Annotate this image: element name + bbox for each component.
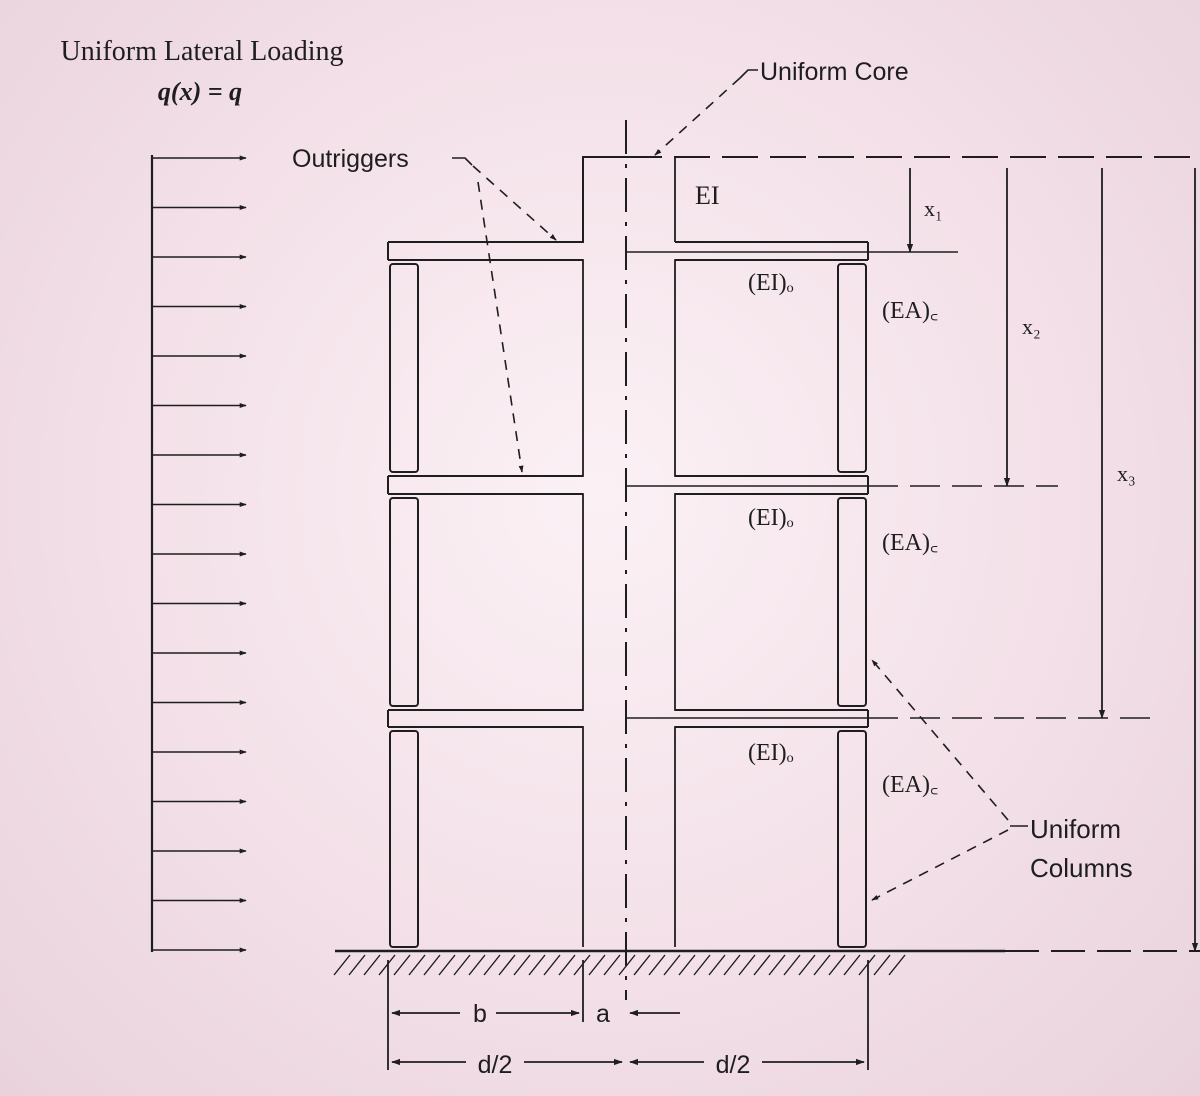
hatch-mark — [423, 954, 441, 976]
dim-half-width-left: d/2 — [478, 1051, 513, 1079]
outriggers-label: Outriggers — [292, 145, 409, 173]
dim-x2-label: x₂ — [1022, 314, 1041, 339]
hatch-mark — [453, 954, 471, 976]
column-stiffness-2: (EA)꜀ — [882, 530, 938, 556]
hatch-mark — [438, 954, 456, 976]
uniform-columns-label-line2: Columns — [1030, 853, 1133, 883]
hatch-mark — [708, 954, 726, 976]
load-arrows — [152, 155, 247, 953]
hatch-mark — [783, 954, 801, 976]
outriggers-pointer-1 — [472, 165, 557, 241]
core-wall-panels — [418, 259, 836, 947]
horizontal-dimensions — [387, 960, 869, 1070]
hatch-mark — [603, 954, 621, 976]
loading-equation: q(x) = q — [158, 77, 242, 106]
hatch-mark — [483, 954, 501, 976]
core-outline — [570, 156, 626, 243]
outrigger-stiffness-2: (EI)ₒ — [748, 505, 794, 531]
hatch-mark — [513, 954, 531, 976]
hatch-mark — [738, 954, 756, 976]
hatch-mark — [498, 954, 516, 976]
hatch-mark — [543, 954, 561, 976]
hatch-mark — [408, 954, 426, 976]
hatch-mark — [828, 954, 846, 976]
hatch-mark — [813, 954, 831, 976]
hatch-mark — [723, 954, 741, 976]
hatch-mark — [378, 954, 396, 976]
hatch-mark — [843, 954, 861, 976]
hatch-mark — [573, 954, 591, 976]
hatch-mark — [468, 954, 486, 976]
right-columns — [837, 263, 867, 948]
column-stiffness-1: (EA)꜀ — [882, 298, 938, 324]
hatch-mark — [798, 954, 816, 976]
loading-title: Uniform Lateral Loading — [60, 36, 343, 67]
hatch-mark — [753, 954, 771, 976]
hatch-mark — [693, 954, 711, 976]
hatch-mark — [393, 954, 411, 976]
core-stiffness-label: EI — [695, 181, 720, 210]
hatch-mark — [633, 954, 651, 976]
left-columns — [389, 263, 419, 948]
outrigger-1 — [387, 241, 958, 261]
outriggers-pointer-2 — [477, 181, 524, 473]
ground-hatch — [333, 954, 906, 976]
uniform-columns-pointer-2 — [871, 829, 1009, 901]
hatch-mark — [363, 954, 381, 976]
hatch-mark — [663, 954, 681, 976]
hatch-mark — [618, 954, 636, 976]
uniform-core-pointer — [654, 77, 741, 156]
uniform-columns-label-line1: Uniform — [1030, 814, 1121, 844]
outrigger-3 — [387, 709, 1158, 728]
uniform-core-label: Uniform Core — [760, 58, 909, 86]
dim-x3-label: x₃ — [1117, 461, 1136, 486]
outrigger-2 — [387, 475, 1058, 495]
column-stiffness-3: (EA)꜀ — [882, 772, 938, 798]
hatch-mark — [558, 954, 576, 976]
hatch-mark — [648, 954, 666, 976]
dim-half-width-right: d/2 — [716, 1051, 751, 1079]
dim-x1-label: x₁ — [924, 196, 943, 221]
dim-a-label: a — [596, 1000, 610, 1028]
hatch-mark — [333, 954, 351, 976]
hatch-mark — [873, 954, 891, 976]
outrigger-stiffness-3: (EI)ₒ — [748, 740, 794, 766]
hatch-mark — [678, 954, 696, 976]
outrigger-stiffness-1: (EI)ₒ — [748, 270, 794, 296]
uniform-core-leader — [739, 69, 758, 79]
dim-b-label: b — [473, 1000, 487, 1028]
hatch-mark — [588, 954, 606, 976]
hatch-mark — [528, 954, 546, 976]
hatch-mark — [348, 954, 366, 976]
hatch-mark — [858, 954, 876, 976]
hatch-mark — [888, 954, 906, 976]
hatch-mark — [768, 954, 786, 976]
outriggers-leader — [452, 157, 473, 166]
